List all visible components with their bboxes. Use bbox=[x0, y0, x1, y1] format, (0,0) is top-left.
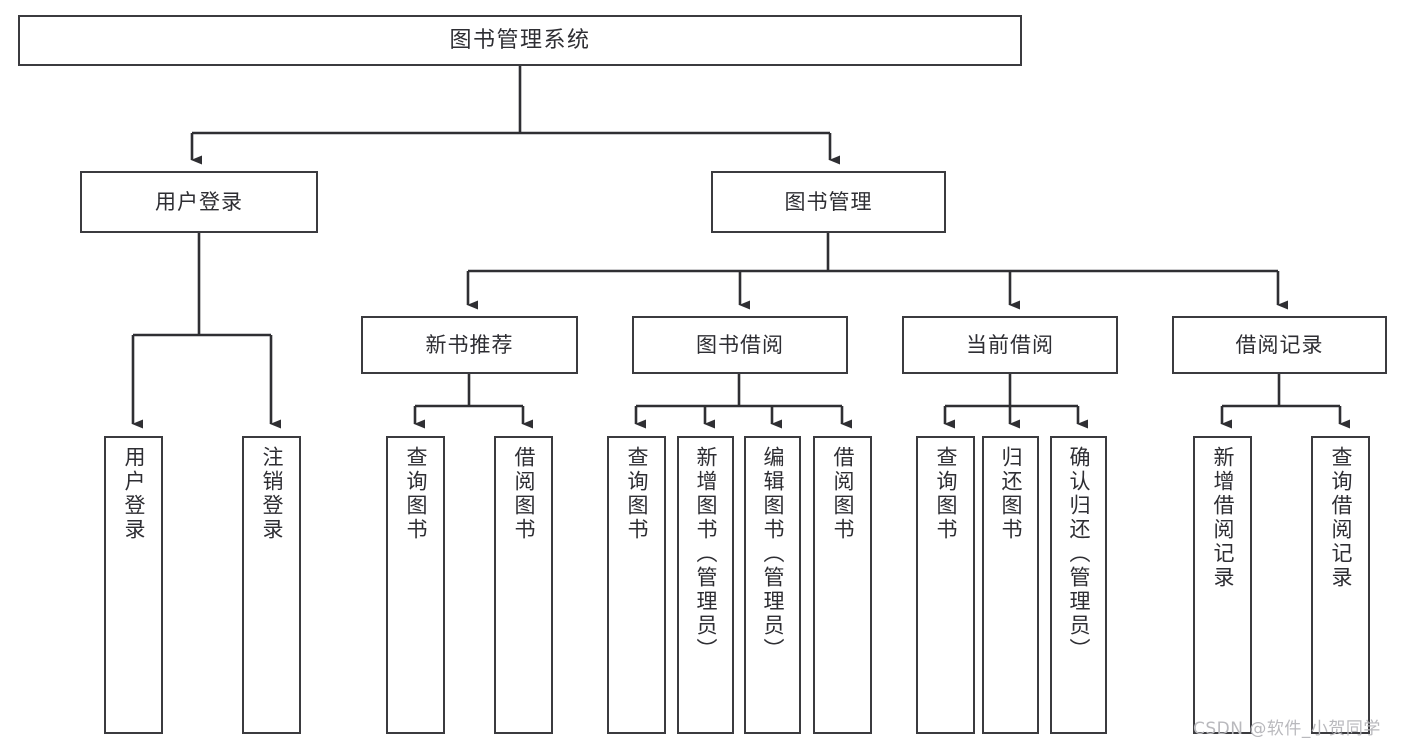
node-label: 查询图书 bbox=[934, 446, 958, 542]
leaf-query-book-2[interactable]: 查询图书 bbox=[607, 436, 666, 734]
csdn-watermark: CSDN @软件_小贺同学 bbox=[1193, 719, 1381, 739]
node-current-borrow[interactable]: 当前借阅 bbox=[902, 316, 1118, 374]
node-label: 借阅图书 bbox=[512, 446, 536, 542]
leaf-return-book[interactable]: 归还图书 bbox=[982, 436, 1039, 734]
node-label: 新增借阅记录 bbox=[1211, 446, 1235, 590]
node-label: 新增图书（管理员） bbox=[694, 446, 718, 662]
leaf-borrow-book-2[interactable]: 借阅图书 bbox=[813, 436, 872, 734]
leaf-confirm-return[interactable]: 确认归还（管理员） bbox=[1050, 436, 1107, 734]
leaf-query-book-1[interactable]: 查询图书 bbox=[386, 436, 445, 734]
node-label: 查询借阅记录 bbox=[1329, 446, 1353, 590]
node-label: 查询图书 bbox=[625, 446, 649, 542]
node-label: 归还图书 bbox=[999, 446, 1023, 542]
leaf-edit-book[interactable]: 编辑图书（管理员） bbox=[744, 436, 801, 734]
node-label: 新书推荐 bbox=[425, 332, 514, 357]
node-user-login[interactable]: 用户登录 bbox=[80, 171, 318, 233]
node-label: 编辑图书（管理员） bbox=[761, 446, 785, 662]
node-label: 用户登录 bbox=[122, 446, 146, 542]
leaf-borrow-book-1[interactable]: 借阅图书 bbox=[494, 436, 553, 734]
node-book-manage[interactable]: 图书管理 bbox=[711, 171, 946, 233]
node-label: 借阅记录 bbox=[1235, 332, 1324, 357]
node-label: 图书借阅 bbox=[696, 332, 784, 357]
node-label: 用户登录 bbox=[155, 189, 243, 214]
node-label: 当前借阅 bbox=[966, 332, 1054, 357]
leaf-query-record[interactable]: 查询借阅记录 bbox=[1311, 436, 1370, 734]
node-root-system[interactable]: 图书管理系统 bbox=[18, 15, 1022, 66]
node-label: 图书管理 bbox=[784, 189, 873, 214]
leaf-user-login[interactable]: 用户登录 bbox=[104, 436, 163, 734]
node-label: 查询图书 bbox=[404, 446, 428, 542]
node-label: 图书管理系统 bbox=[449, 27, 591, 53]
leaf-query-book-3[interactable]: 查询图书 bbox=[916, 436, 975, 734]
leaf-logout-login[interactable]: 注销登录 bbox=[242, 436, 301, 734]
node-book-borrow[interactable]: 图书借阅 bbox=[632, 316, 848, 374]
node-borrow-record[interactable]: 借阅记录 bbox=[1172, 316, 1387, 374]
node-label: 注销登录 bbox=[260, 446, 284, 542]
leaf-add-book[interactable]: 新增图书（管理员） bbox=[677, 436, 734, 734]
node-new-book-recommend[interactable]: 新书推荐 bbox=[361, 316, 578, 374]
node-label: 确认归还（管理员） bbox=[1067, 446, 1091, 662]
node-label: 借阅图书 bbox=[831, 446, 855, 542]
leaf-add-record[interactable]: 新增借阅记录 bbox=[1193, 436, 1252, 734]
